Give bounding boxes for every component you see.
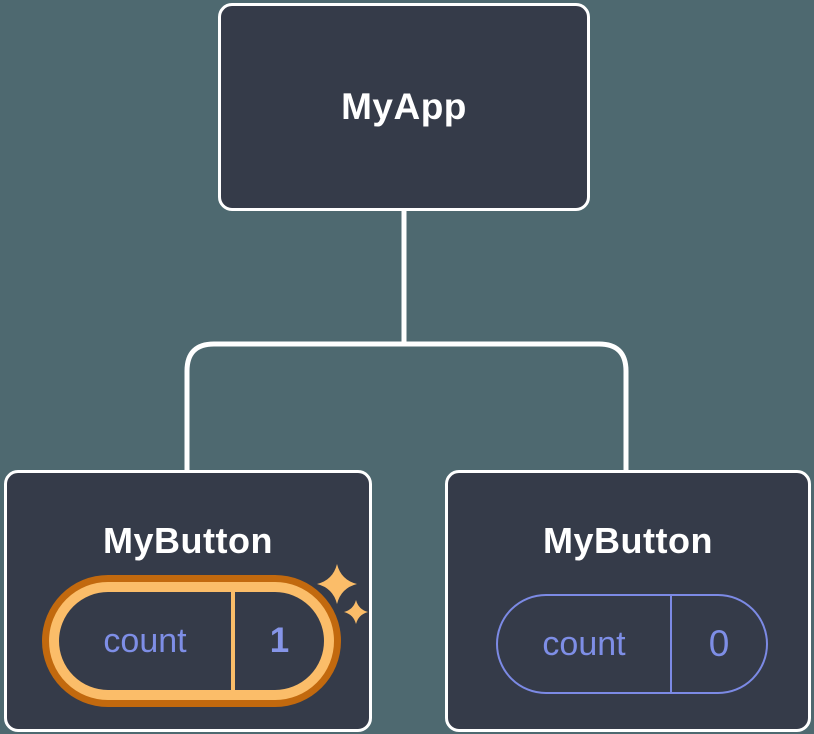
node-myapp: MyApp — [218, 3, 590, 211]
state-divider — [231, 592, 235, 690]
node-myapp-label: MyApp — [341, 86, 467, 127]
state-pill: count 0 — [496, 594, 768, 694]
state-key: count — [103, 621, 187, 660]
children-bracket-line — [184, 341, 629, 472]
state-value: 1 — [269, 621, 290, 660]
node-mybutton-2: MyButton count 0 — [445, 470, 811, 732]
state-value: 0 — [708, 623, 730, 664]
state-divider — [670, 596, 672, 692]
node-mybutton-1-label: MyButton — [103, 520, 273, 561]
node-mybutton-2-label: MyButton — [543, 520, 713, 561]
state-pill-highlighted: count 1 — [49, 582, 334, 700]
state-key: count — [542, 624, 626, 663]
node-mybutton-1: MyButton count 1 — [4, 470, 372, 732]
